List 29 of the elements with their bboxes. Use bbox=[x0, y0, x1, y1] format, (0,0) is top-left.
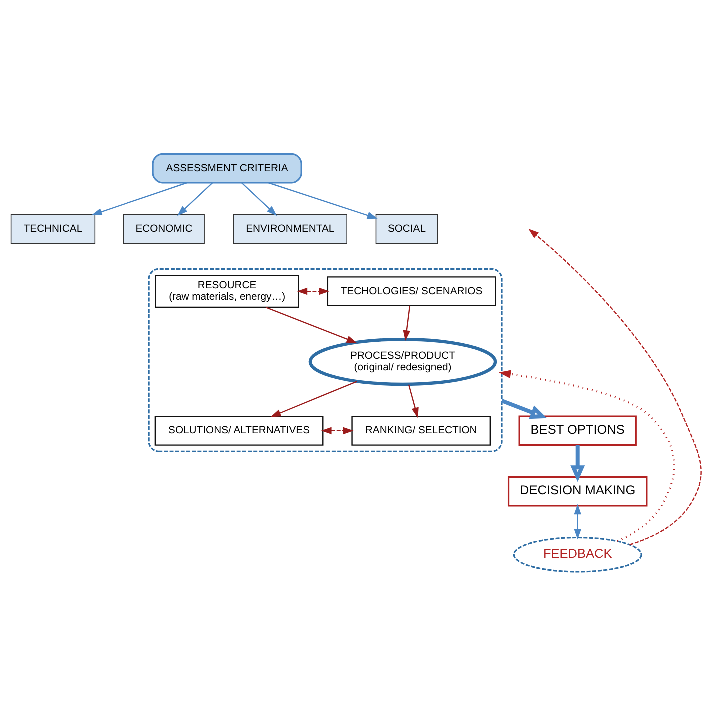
arrow bbox=[177, 182, 214, 216]
arrow bbox=[574, 504, 582, 540]
arrow bbox=[268, 182, 378, 219]
node-box: ASSESSMENT CRITERIA bbox=[152, 152, 302, 184]
arrow bbox=[528, 228, 702, 545]
arrow bbox=[321, 426, 354, 434]
node-box: RESOURCE (raw materials, energy…) bbox=[155, 274, 300, 308]
cluster bbox=[148, 268, 503, 452]
node-ellipse: PROCESS/PRODUCT (original/ redesigned) bbox=[308, 338, 498, 386]
node-box: TECHNICAL bbox=[10, 214, 96, 244]
node-box: BEST OPTIONS bbox=[518, 415, 637, 446]
arrow bbox=[570, 444, 586, 482]
node-box: SOLUTIONS/ ALTERNATIVES bbox=[154, 415, 324, 446]
node-box: ENVIRONMENTAL bbox=[233, 214, 348, 244]
node-box: SOCIAL bbox=[376, 214, 438, 244]
arrow bbox=[408, 384, 419, 418]
node-box: DECISION MAKING bbox=[508, 476, 648, 506]
node-box: ECONOMIC bbox=[124, 214, 205, 244]
arrow bbox=[92, 182, 188, 215]
arrow bbox=[266, 306, 358, 343]
node-ellipse: FEEDBACK bbox=[513, 536, 642, 572]
arrow bbox=[242, 182, 278, 216]
arrow bbox=[403, 305, 411, 341]
arrow bbox=[270, 380, 358, 417]
node-box: RANKING/ SELECTION bbox=[352, 415, 492, 446]
arrow bbox=[499, 370, 676, 542]
node-box: TECHOLOGIES/ SCENARIOS bbox=[327, 276, 496, 306]
arrow bbox=[501, 398, 548, 419]
arrow bbox=[297, 287, 330, 295]
